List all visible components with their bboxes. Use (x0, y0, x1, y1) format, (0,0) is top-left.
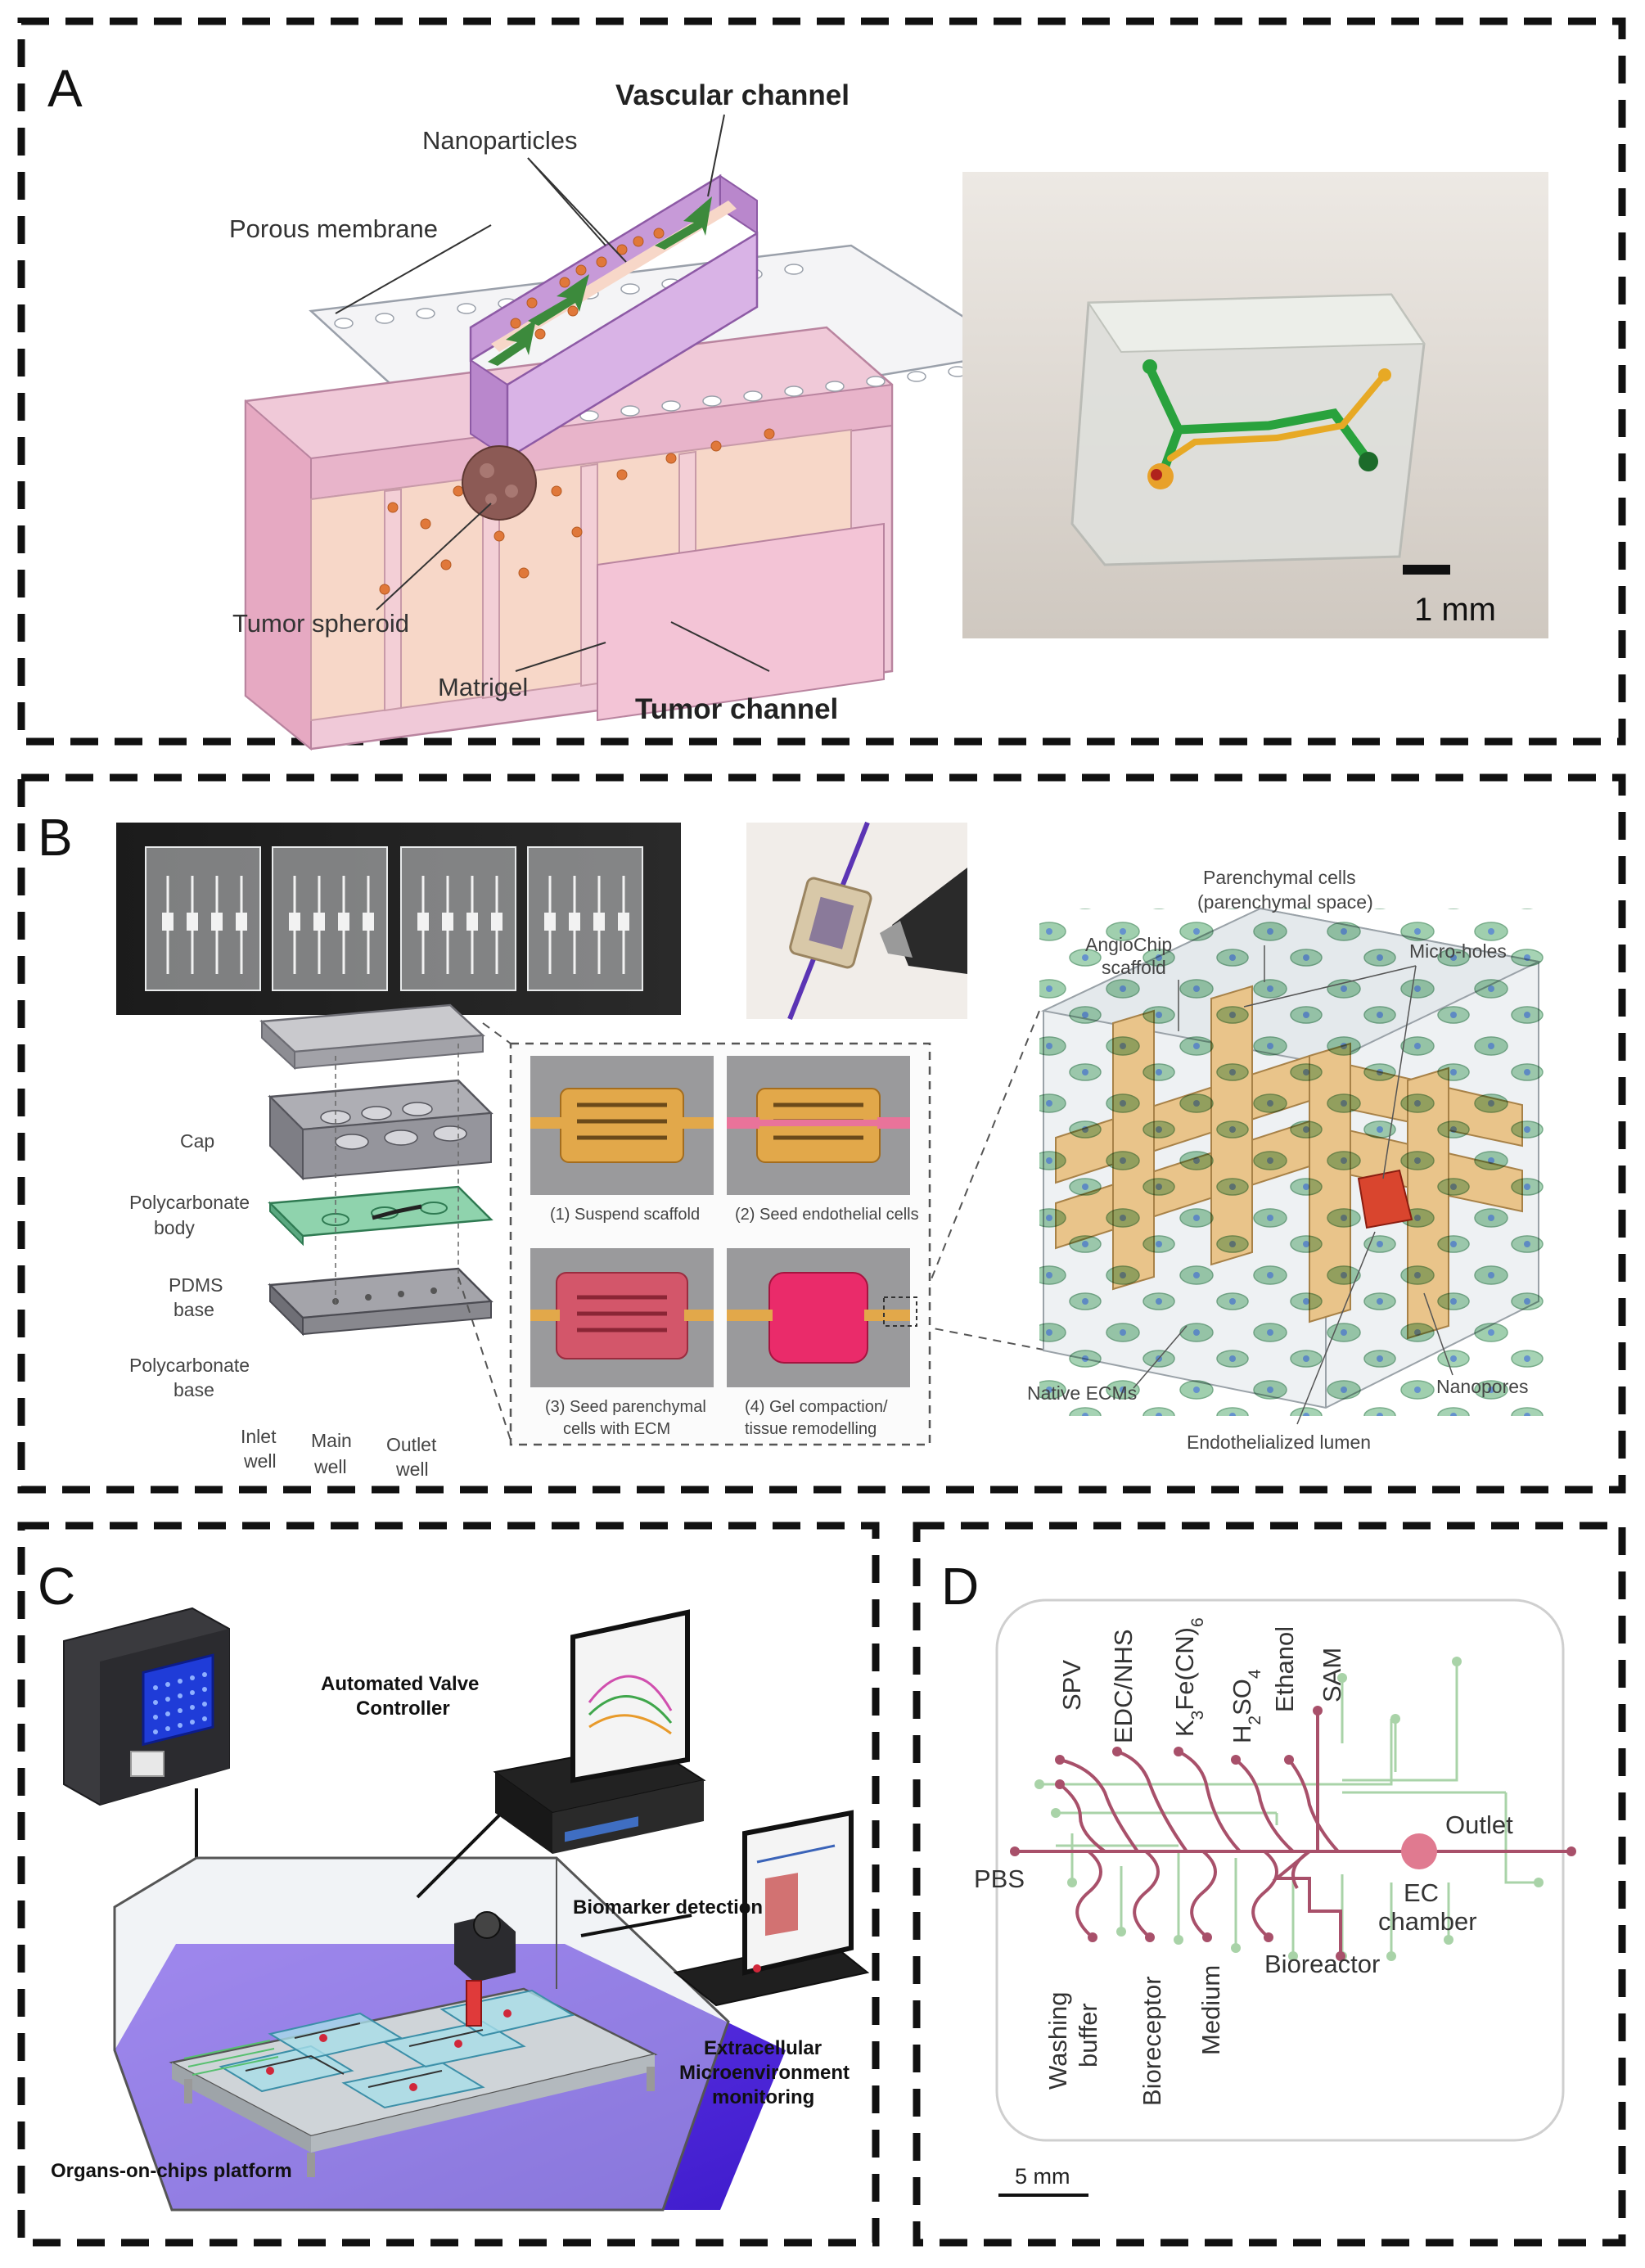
tumor-on-chip-illustration (244, 174, 1022, 751)
label-ec: EC (1404, 1878, 1439, 1907)
step-4-label-line1: (4) Gel compaction/ (745, 1398, 888, 1416)
label-base: base (174, 1379, 214, 1400)
label-edc-nhs: EDC/NHS (1109, 1629, 1138, 1743)
label-parenchymal-space: (parenchymal space) (1197, 891, 1373, 913)
label-outlet-well: well (395, 1459, 429, 1480)
label-h2so4: H2SO4 (1228, 1669, 1264, 1743)
label-microenvironment: Microenvironment (679, 2062, 850, 2084)
panel-a-letter: A (47, 59, 83, 118)
label-native-ecms: Native ECMs (1027, 1382, 1137, 1404)
label-ethanol: Ethanol (1270, 1626, 1299, 1712)
label-tumor-channel: Tumor channel (635, 693, 838, 725)
label-sam: SAM (1318, 1648, 1346, 1702)
panel-b-letter: B (38, 808, 73, 867)
label-cap: Cap (180, 1130, 214, 1152)
biomarker-detection-device (493, 1609, 706, 1854)
label-biomarker-detection: Biomarker detection (573, 1896, 763, 1919)
label-monitoring: monitoring (712, 2086, 814, 2108)
label-angiochip-scaffold: scaffold (1102, 957, 1166, 978)
step-1-label: (1) Suspend scaffold (550, 1206, 700, 1224)
label-polycarbonate-body: Polycarbonate (129, 1192, 250, 1213)
control-lines (1039, 1662, 1539, 1956)
label-nanopores: Nanopores (1436, 1376, 1529, 1397)
step-4-label-line2: tissue remodelling (745, 1420, 877, 1438)
label-spv: SPV (1057, 1660, 1086, 1711)
panel-d: D (913, 1522, 1626, 2247)
tumor-channel-block (597, 522, 885, 722)
label-pdms-base: base (174, 1299, 214, 1320)
scale-bar-a (1403, 565, 1450, 575)
fabrication-steps-inset (509, 1042, 931, 1446)
scaffold-photo (746, 821, 967, 1021)
label-pbs: PBS (974, 1864, 1025, 1893)
label-angiochip: AngioChip (1085, 934, 1172, 955)
label-extracellular: Extracellular (704, 2037, 822, 2059)
ec-chamber (1401, 1833, 1437, 1869)
label-d-outlet: Outlet (1445, 1810, 1513, 1839)
panel-d-frame (913, 1522, 1626, 2247)
organs-on-chips-enclosure (113, 1856, 786, 2212)
scale-bar-a-label: 1 mm (1414, 592, 1496, 628)
step-3-label-line2: cells with ECM (563, 1420, 670, 1438)
label-valve-controller: Controller (356, 1698, 450, 1720)
label-buffer: buffer (1074, 2003, 1102, 2067)
scale-bar-d-label: 5 mm (1015, 2164, 1070, 2189)
layer-stack (259, 1003, 494, 1337)
label-washing: Washing (1043, 1992, 1072, 2090)
chip-photo: 1 mm (962, 172, 1548, 638)
panel-c-frame (17, 1522, 880, 2247)
angiochip-scaffold-3d (1039, 907, 1547, 1416)
label-k3fecn6: K3Fe(CN)6 (1170, 1617, 1207, 1737)
label-porous-membrane: Porous membrane (229, 214, 438, 243)
label-micro-holes: Micro-holes (1409, 940, 1507, 962)
label-bioreceptor: Bioreceptor (1138, 1976, 1166, 2106)
fluidic-channels (1015, 1711, 1571, 1956)
label-main-well: well (313, 1456, 347, 1477)
panel-a-frame (17, 17, 1626, 746)
panel-d-letter: D (941, 1557, 979, 1616)
label-nanoparticles: Nanoparticles (422, 126, 578, 155)
step-3-label-line1: (3) Seed parenchymal (545, 1398, 706, 1416)
microfluidic-chip-outline (995, 1598, 1565, 2142)
label-chamber: chamber (1378, 1907, 1477, 1936)
chip-array-photo (116, 823, 681, 1015)
label-medium: Medium (1197, 1965, 1225, 2055)
label-parenchymal-cells: Parenchymal cells (1203, 867, 1356, 888)
panel-c-letter: C (38, 1557, 75, 1616)
step-2-label: (2) Seed endothelial cells (735, 1206, 919, 1224)
label-inlet: Inlet (241, 1426, 277, 1447)
label-body: body (154, 1217, 195, 1238)
label-bioreactor: Bioreactor (1264, 1950, 1380, 1978)
panel-a: A (17, 17, 1626, 751)
valve-controller-device (63, 1607, 230, 1806)
tumor-spheroid (462, 445, 537, 521)
monitoring-laptop (673, 1810, 870, 2007)
label-outlet: Outlet (386, 1434, 437, 1455)
label-organs-on-chips-platform: Organs-on-chips platform (51, 2160, 292, 2182)
label-automated-valve: Automated Valve (321, 1673, 479, 1695)
panel-b-frame (17, 773, 1626, 1494)
label-inlet-well: well (243, 1450, 277, 1472)
label-matrigel: Matrigel (438, 673, 528, 701)
label-vascular-channel: Vascular channel (615, 79, 850, 111)
label-polycarbonate-base: Polycarbonate (129, 1355, 250, 1376)
panel-b: B (17, 773, 1626, 1494)
label-tumor-spheroid: Tumor spheroid (232, 609, 409, 638)
panel-c: C (17, 1522, 880, 2247)
label-endothelialized-lumen: Endothelialized lumen (1187, 1432, 1371, 1453)
label-main: Main (311, 1430, 352, 1451)
vascular-channel (469, 174, 759, 461)
label-pdms: PDMS (169, 1274, 223, 1296)
